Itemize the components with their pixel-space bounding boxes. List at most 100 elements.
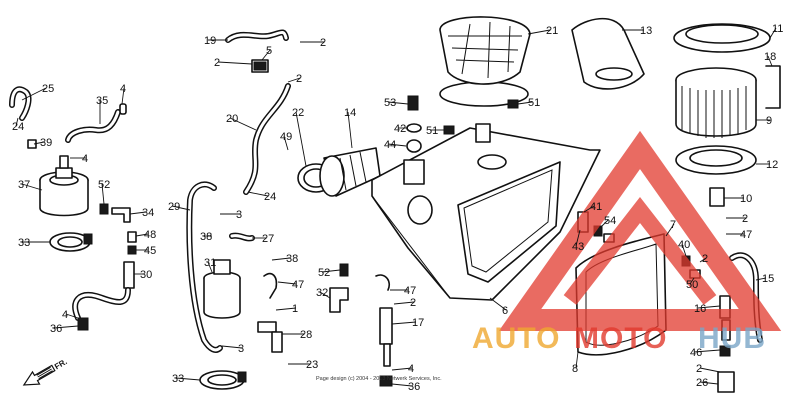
callout-c-31: 31 xyxy=(204,257,216,269)
footer-copyright: Page design (c) 2004 - 2013 Netwerk Serv… xyxy=(316,376,442,382)
callout-c-1: 1 xyxy=(292,303,298,315)
callout-c-43: 43 xyxy=(572,241,584,253)
part-5-valve xyxy=(251,59,269,73)
watermark-logo xyxy=(498,130,782,331)
callout-c-51b: 51 xyxy=(528,97,540,109)
callout-c-4a: 4 xyxy=(120,83,126,95)
part-35-hose xyxy=(65,109,121,143)
callout-c-24b: 24 xyxy=(264,191,276,203)
leader-c-4c xyxy=(65,313,79,319)
front-direction-arrow-icon: FR. xyxy=(22,357,69,386)
part-17-drain-tube xyxy=(379,307,393,387)
leader-c-53 xyxy=(387,101,409,105)
watermark-hub: HUB xyxy=(698,322,766,355)
leader-c-21 xyxy=(527,29,551,35)
callout-c-26: 26 xyxy=(696,377,708,389)
callout-c-27: 27 xyxy=(262,233,274,245)
leader-c-36b xyxy=(391,383,413,387)
callout-c-8: 8 xyxy=(572,363,578,375)
callout-c-36b: 36 xyxy=(408,381,420,393)
leader-c-47a xyxy=(277,281,297,285)
part-30-tube xyxy=(123,261,135,289)
callout-c-47a: 47 xyxy=(292,279,304,291)
callout-c-19: 19 xyxy=(204,35,216,47)
leader-c-51b xyxy=(517,101,533,105)
callout-c-4c: 4 xyxy=(62,309,68,321)
callout-c-21: 21 xyxy=(546,25,558,37)
leader-c-50 xyxy=(689,277,695,285)
part-27-hose xyxy=(229,232,255,242)
part-32-elbow xyxy=(329,263,349,313)
leader-c-44 xyxy=(387,143,407,147)
leader-c-38b xyxy=(271,257,291,261)
drain-hose xyxy=(72,287,131,321)
callout-c-53: 53 xyxy=(384,97,396,109)
part-18-band xyxy=(765,65,781,109)
callout-c-38b: 38 xyxy=(286,253,298,265)
leader-c-48 xyxy=(135,233,149,237)
callout-c-10: 10 xyxy=(740,193,752,205)
part-34-elbow xyxy=(111,207,131,223)
callout-c-33b: 33 xyxy=(172,373,184,385)
leader-c-24b xyxy=(247,191,269,197)
part-36-plug xyxy=(77,317,89,331)
callout-c-48: 48 xyxy=(144,229,156,241)
part-10-grommet xyxy=(709,187,725,207)
leader-c-2d xyxy=(393,301,415,305)
part-46-26-plug xyxy=(717,345,735,393)
leader-c-54 xyxy=(599,219,609,229)
leader-c-7 xyxy=(665,223,675,237)
callout-c-33a: 33 xyxy=(18,237,30,249)
watermark-auto: AUTO xyxy=(472,322,560,355)
leader-c-34 xyxy=(129,211,147,215)
callout-c-30: 30 xyxy=(140,269,152,281)
callout-c-18: 18 xyxy=(764,51,776,63)
leader-c-25 xyxy=(21,87,47,101)
callout-c-54: 54 xyxy=(604,215,616,227)
callout-c-4b: 4 xyxy=(82,153,88,165)
callout-c-20: 20 xyxy=(226,113,238,125)
callout-c-52b: 52 xyxy=(318,267,330,279)
leader-c-29 xyxy=(171,205,191,211)
leader-c-3b xyxy=(221,345,243,349)
leader-c-40 xyxy=(681,243,687,257)
callout-c-11: 11 xyxy=(772,23,783,35)
callout-c-51a: 51 xyxy=(426,125,438,137)
front-direction-label: FR. xyxy=(53,357,69,371)
part-19-hose xyxy=(225,29,289,43)
watermark-text: AUTO MOTO HUB xyxy=(472,322,766,355)
callout-c-25: 25 xyxy=(42,83,54,95)
leader-c-37 xyxy=(21,183,43,191)
part-53-42-44-hardware xyxy=(403,95,425,185)
part-13-bracket xyxy=(571,17,645,90)
leader-c-32 xyxy=(319,291,331,299)
callout-c-2e: 2 xyxy=(742,213,748,225)
part-47-elbow xyxy=(263,272,278,299)
callout-c-42: 42 xyxy=(394,123,406,135)
leader-lines xyxy=(15,27,777,387)
callout-c-7: 7 xyxy=(670,219,676,231)
leader-c-33b xyxy=(175,377,201,381)
leader-c-39 xyxy=(33,141,45,145)
leader-c-41 xyxy=(583,205,595,213)
callout-c-13: 13 xyxy=(640,25,652,37)
part-33-strap-lower xyxy=(199,370,247,390)
leader-c-2a xyxy=(217,61,253,65)
leader-c-43 xyxy=(575,229,581,247)
callout-c-15: 15 xyxy=(762,273,774,285)
callout-c-39: 39 xyxy=(40,137,52,149)
leader-c-24a xyxy=(15,117,19,127)
callout-c-2c: 2 xyxy=(296,73,302,85)
callout-c-36a: 36 xyxy=(50,323,62,335)
callout-c-45: 45 xyxy=(144,245,156,257)
leader-c-20 xyxy=(229,117,257,131)
part-14-intake-boot xyxy=(319,147,381,197)
callout-c-22: 22 xyxy=(292,107,304,119)
callout-c-37: 37 xyxy=(18,179,30,191)
part-33-strap xyxy=(49,232,93,252)
callout-c-2g: 2 xyxy=(696,363,702,375)
part-4-clip xyxy=(119,103,127,115)
leader-c-36a xyxy=(53,325,79,329)
